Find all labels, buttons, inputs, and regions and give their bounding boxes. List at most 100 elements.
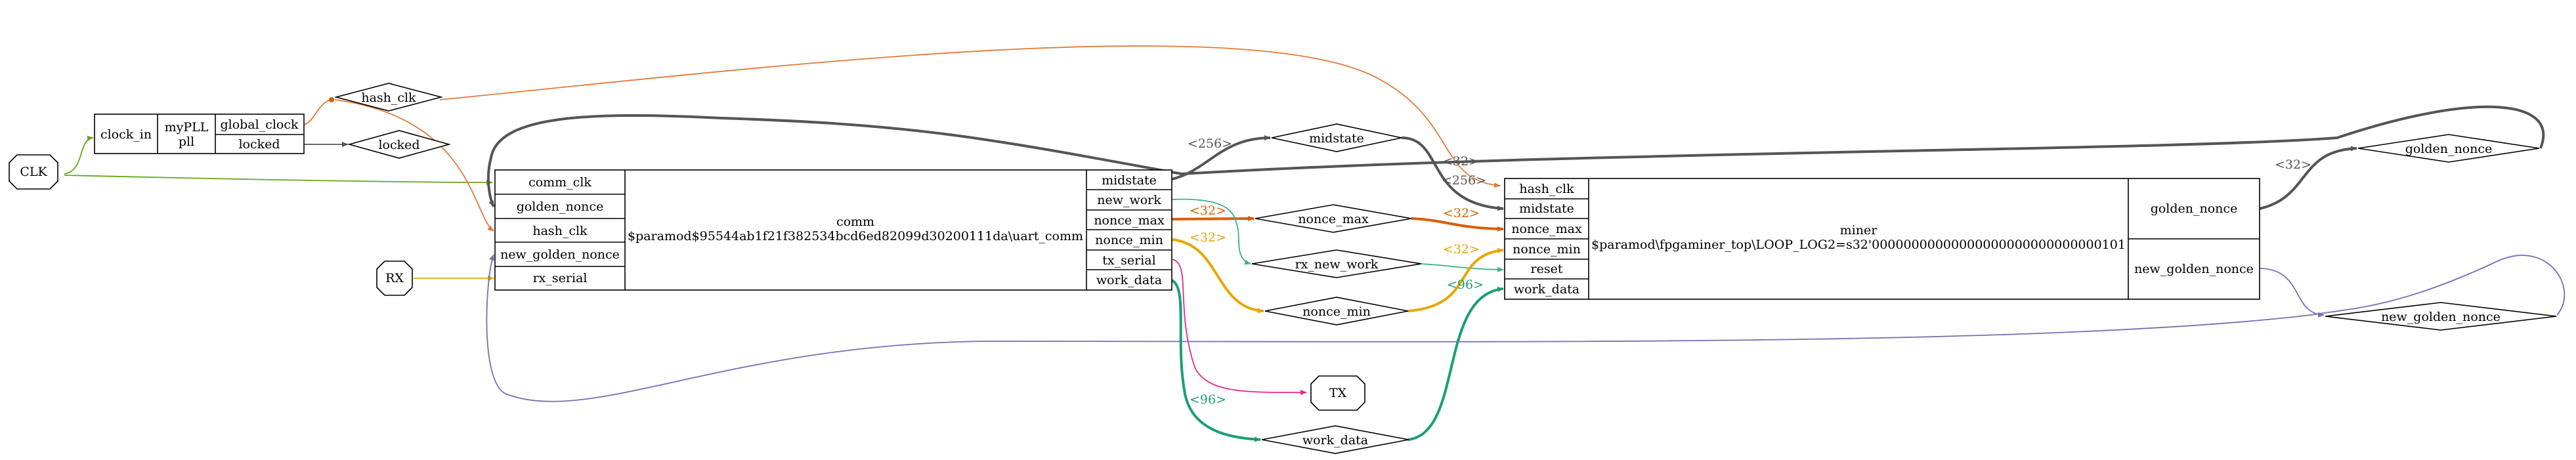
comm-instance-name: comm	[836, 215, 874, 229]
net-rx-new-work-shape	[1251, 249, 1422, 278]
wire-comm-nonce-min-out	[1171, 238, 1264, 314]
net-golden-nonce-shape	[2357, 134, 2540, 163]
width-label-work-data-in: <96>	[1447, 278, 1484, 292]
wire-comm-midstate-out	[1171, 135, 1271, 180]
net-nonce-min: nonce_min	[1264, 297, 1409, 325]
bus-width-labels: <256> <256> <32> <32> <32> <32> <32> <32…	[1188, 136, 2311, 407]
cell-miner: hash_clk midstate nonce_max nonce_min re…	[1504, 178, 2260, 300]
miner-port-midstate: midstate	[1519, 201, 1574, 216]
width-label-midstate-out: <256>	[1188, 136, 1232, 151]
comm-port-rx-serial: rx_serial	[533, 271, 588, 285]
port-rx-shape	[376, 261, 413, 296]
comm-port-midstate: midstate	[1102, 173, 1157, 188]
wire-midstate-to-miner	[1401, 136, 1504, 211]
net-nonce-max-label: nonce_max	[1298, 212, 1369, 226]
wire-rx-new-work-to-miner	[1421, 263, 1504, 272]
comm-input-dividers	[495, 194, 625, 267]
wire-hash-clk-to-comm	[334, 99, 494, 232]
net-nonce-max-shape	[1255, 204, 1412, 233]
net-golden-nonce: golden_nonce	[2357, 134, 2540, 163]
net-new-golden-nonce-shape	[2325, 302, 2557, 331]
net-midstate-shape	[1271, 123, 1402, 152]
net-work-data: work_data	[1261, 425, 1409, 454]
net-work-data-shape	[1261, 425, 1409, 454]
comm-port-new-golden-nonce: new_golden_nonce	[500, 247, 620, 262]
net-nonce-min-shape	[1264, 297, 1409, 325]
width-label-nonce-max-out: <32>	[1190, 203, 1226, 218]
cell-comm-frame	[494, 169, 1172, 291]
comm-port-comm-clk: comm_clk	[528, 175, 591, 190]
net-hash-clk-label: hash_clk	[361, 91, 416, 105]
wire-work-data-to-miner	[1407, 286, 1504, 441]
net-locked-shape	[347, 130, 452, 159]
cell-pll: clock_in myPLL pll global_clock locked	[94, 114, 305, 154]
comm-port-work-data: work_data	[1096, 273, 1162, 287]
port-clk: CLK	[9, 154, 58, 190]
miner-port-hash-clk: hash_clk	[1519, 182, 1574, 196]
width-label-golden-nonce: <32>	[2275, 157, 2311, 172]
comm-module-name: $paramod$95544ab1f21f382534bcd6ed82099d3…	[628, 229, 1083, 243]
net-locked: locked	[347, 130, 452, 159]
wires	[64, 45, 2565, 442]
wire-comm-new-work-out	[1171, 198, 1251, 265]
port-clk-label: CLK	[20, 165, 47, 179]
net-golden-nonce-label: golden_nonce	[2405, 142, 2493, 156]
wire-pll-to-hash-clk	[303, 97, 334, 125]
pll-module-name: pll	[179, 135, 194, 149]
width-label-nonce-min-out: <32>	[1190, 230, 1226, 245]
width-label-midstate-in: <256>	[1442, 173, 1486, 188]
port-clk-shape	[9, 154, 58, 190]
comm-port-hash-clk: hash_clk	[532, 224, 588, 238]
net-rx-new-work: rx_new_work	[1251, 249, 1422, 278]
net-midstate: midstate	[1271, 123, 1402, 152]
port-tx: TX	[1310, 375, 1365, 411]
comm-port-nonce-min: nonce_min	[1095, 233, 1163, 247]
width-label-nonce-min-in: <32>	[1443, 242, 1480, 257]
cell-pll-frame	[94, 114, 305, 154]
wire-miner-new-golden-out	[2259, 268, 2325, 318]
wire-golden-loop	[486, 105, 2545, 207]
pll-port-locked: locked	[238, 137, 280, 152]
port-tx-label: TX	[1329, 386, 1347, 400]
net-hash-clk-shape	[333, 83, 444, 112]
wire-hash-clk-to-miner	[439, 45, 1501, 188]
net-new-golden-nonce: new_golden_nonce	[2325, 302, 2557, 331]
comm-port-new-work: new_work	[1097, 193, 1161, 207]
width-label-work-data-out: <96>	[1190, 392, 1226, 407]
wire-comm-work-data-out	[1170, 279, 1261, 442]
net-locked-label: locked	[378, 138, 419, 152]
pll-port-global-clock: global_clock	[220, 117, 299, 132]
miner-port-nonce-min: nonce_min	[1513, 242, 1581, 257]
net-rx-new-work-label: rx_new_work	[1295, 257, 1379, 272]
width-label-nonce-max-in: <32>	[1443, 206, 1480, 220]
wire-clk-to-pll	[64, 135, 94, 175]
cell-comm: comm_clk golden_nonce hash_clk new_golde…	[494, 169, 1172, 291]
pll-instance-name: myPLL	[165, 120, 209, 135]
port-rx-label: RX	[385, 271, 404, 285]
port-rx: RX	[376, 261, 413, 296]
comm-output-dividers	[1086, 189, 1172, 270]
width-label-hash-clk: <32>	[1442, 154, 1479, 169]
net-hash-clk: hash_clk	[333, 83, 444, 112]
miner-input-dividers	[1505, 198, 1589, 280]
net-nonce-min-label: nonce_min	[1302, 304, 1371, 319]
pll-port-clock-in: clock_in	[100, 127, 152, 142]
miner-port-golden-nonce: golden_nonce	[2151, 201, 2238, 216]
net-work-data-label: work_data	[1302, 433, 1368, 448]
wire-nonce-min-to-miner	[1407, 248, 1504, 312]
wire-new-golden-loop	[486, 254, 2565, 402]
net-nonce-max: nonce_max	[1255, 204, 1412, 233]
miner-module-name: $paramod\fpgaminer_top\LOOP_LOG2=s32'000…	[1591, 238, 2126, 252]
miner-port-new-golden-nonce: new_golden_nonce	[2134, 262, 2254, 276]
wire-nonce-max-to-miner	[1411, 217, 1504, 232]
wire-comm-tx	[1171, 259, 1307, 396]
miner-port-work-data: work_data	[1514, 282, 1579, 297]
comm-port-nonce-max: nonce_max	[1094, 213, 1165, 228]
wire-clk-to-comm-clk	[64, 175, 493, 185]
comm-port-tx-serial: tx_serial	[1102, 253, 1155, 268]
port-tx-shape	[1310, 375, 1365, 411]
net-new-golden-nonce-label: new_golden_nonce	[2381, 310, 2501, 324]
miner-instance-name: miner	[1840, 223, 1878, 238]
comm-port-golden-nonce: golden_nonce	[517, 199, 604, 214]
